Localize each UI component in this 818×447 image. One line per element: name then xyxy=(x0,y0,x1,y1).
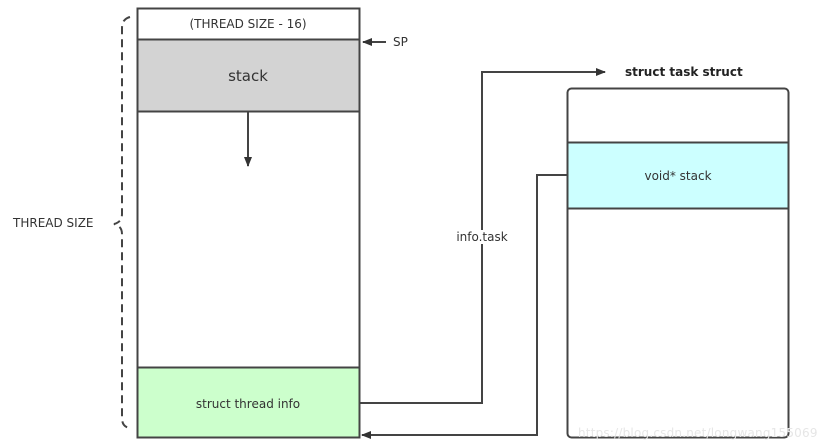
stack-label: stack xyxy=(228,67,268,85)
void-stack-field xyxy=(566,141,790,210)
stack-pointer-link xyxy=(361,174,567,439)
diagram-canvas xyxy=(113,7,790,439)
void-stack-label: void* stack xyxy=(644,169,712,183)
thread-size-brace xyxy=(113,16,131,429)
info-task-label: info.task xyxy=(454,230,510,244)
sp-label: SP xyxy=(393,35,408,49)
task-struct-box xyxy=(566,87,790,439)
watermark: https://blog.csdn.net/longwang155069 xyxy=(578,426,818,440)
stack-region xyxy=(136,38,361,113)
thread-size-minus-16-label: (THREAD SIZE - 16) xyxy=(189,17,307,31)
thread-info-label: struct thread info xyxy=(195,397,301,411)
thread-info-region xyxy=(136,366,361,439)
thread-size-label: THREAD SIZE xyxy=(13,216,94,230)
task-struct-title: struct task struct xyxy=(625,65,743,79)
